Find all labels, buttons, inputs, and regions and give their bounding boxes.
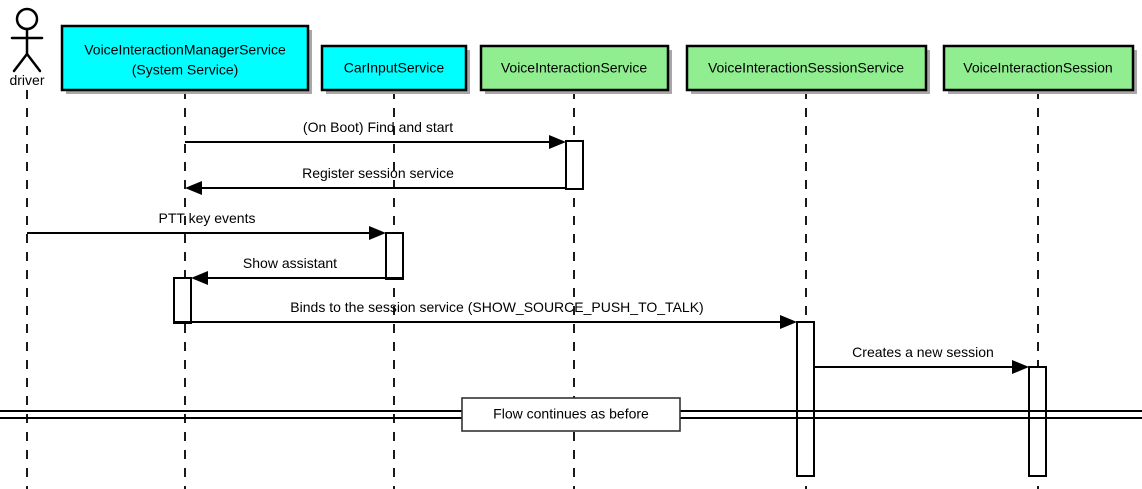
- message-label: (On Boot) Find and start: [303, 119, 453, 135]
- message-binds-to-session-service[interactable]: Binds to the session service (SHOW_SOURC…: [174, 299, 797, 329]
- message-label: Binds to the session service (SHOW_SOURC…: [290, 299, 703, 315]
- flow-delimiter: Flow continues as before: [0, 397, 1142, 432]
- participant-vis-box[interactable]: [479, 44, 670, 92]
- participant-vsession[interactable]: VoiceInteractionSession: [942, 44, 1137, 94]
- message-label: Creates a new session: [852, 344, 994, 360]
- message-show-assistant[interactable]: Show assistant: [191, 255, 403, 285]
- message-register-session-service[interactable]: Register session service: [185, 165, 566, 195]
- actor-label-driver: driver: [9, 72, 44, 88]
- participant-vims-label-line1: VoiceInteractionManagerService: [84, 42, 286, 58]
- participant-vis-label: VoiceInteractionService: [501, 60, 648, 76]
- arrowhead-right-icon: [1012, 360, 1029, 374]
- participant-viss-label: VoiceInteractionSessionService: [708, 60, 904, 76]
- participant-carinput[interactable]: CarInputService: [320, 44, 470, 94]
- participant-carinput-box[interactable]: [320, 44, 468, 92]
- actor-driver: driver: [9, 7, 45, 88]
- participant-vis[interactable]: VoiceInteractionService: [479, 44, 672, 94]
- message-label: Register session service: [302, 165, 454, 181]
- activation-bar-carinput: [385, 232, 404, 280]
- participant-viss-box[interactable]: [685, 44, 928, 92]
- arrowhead-right-icon: [369, 226, 386, 240]
- activation-bars-group: [173, 140, 1047, 477]
- participant-vsession-box[interactable]: [942, 44, 1135, 92]
- delimiter-note-label: Flow continues as before: [493, 406, 649, 422]
- activation-bar-viss: [796, 321, 815, 477]
- actor-leg-right-icon: [25, 52, 42, 73]
- arrowhead-left-icon: [191, 271, 208, 285]
- actor-head-icon: [15, 7, 39, 31]
- message-on-boot-find-and-start[interactable]: (On Boot) Find and start: [185, 119, 566, 149]
- participant-viss[interactable]: VoiceInteractionSessionService: [685, 44, 930, 94]
- participant-vims-box[interactable]: [60, 24, 310, 92]
- message-ptt-key-events[interactable]: PTT key events: [27, 210, 386, 240]
- participant-carinput-label: CarInputService: [344, 60, 445, 76]
- actor-leg-left-icon: [12, 52, 29, 73]
- activation-bar-vsession: [1028, 366, 1047, 477]
- arrowhead-right-icon: [549, 135, 566, 149]
- arrowhead-left-icon: [185, 181, 202, 195]
- participant-vims[interactable]: VoiceInteractionManagerService (System S…: [60, 24, 312, 94]
- message-label: Show assistant: [243, 255, 337, 271]
- activation-bar-vis: [565, 140, 584, 190]
- message-creates-a-new-session[interactable]: Creates a new session: [814, 344, 1029, 374]
- activation-bar-vims: [173, 277, 192, 324]
- message-label: PTT key events: [158, 210, 255, 226]
- arrowhead-right-icon: [780, 315, 797, 329]
- participant-vsession-label: VoiceInteractionSession: [963, 60, 1112, 76]
- delimiter-note-box: [461, 397, 681, 432]
- participant-vims-label-line2: (System Service): [132, 62, 239, 78]
